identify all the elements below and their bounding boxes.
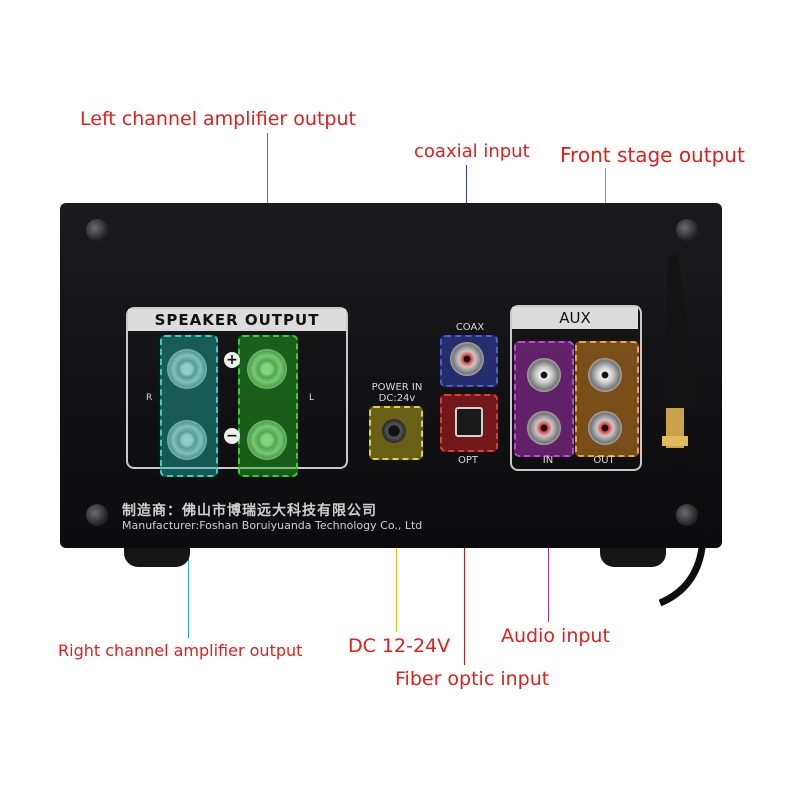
screw-icon — [676, 504, 698, 526]
plus-sign: + — [224, 352, 240, 368]
aux-header: AUX — [512, 307, 638, 329]
right-negative-terminal[interactable] — [167, 420, 207, 460]
opt-label: OPT — [457, 455, 478, 466]
dc-callout: DC 12-24V — [348, 635, 451, 657]
speaker-output-header: SPEAKER OUTPUT — [128, 309, 346, 331]
aux-panel — [510, 305, 642, 471]
antenna-nut — [662, 436, 688, 446]
optical-jack[interactable] — [455, 407, 483, 437]
bluetooth-antenna[interactable] — [640, 248, 720, 608]
antenna-body — [666, 254, 698, 410]
right-channel-callout: Right channel amplifier output — [58, 641, 303, 660]
left-channel-highlight — [238, 335, 298, 477]
fiber-optic-callout: Fiber optic input — [395, 668, 550, 690]
coax-label: COAX — [455, 322, 485, 333]
coaxial-jack[interactable] — [450, 342, 484, 376]
minus-sign: − — [224, 428, 240, 444]
fiber-optic-leader — [464, 455, 465, 665]
antenna-cable — [658, 460, 708, 607]
power-in-label: POWER IN — [371, 382, 423, 393]
right-positive-terminal[interactable] — [167, 349, 207, 389]
screw-icon — [676, 219, 698, 241]
aux-out-label: OUT — [593, 455, 615, 466]
aux-in-bottom-jack[interactable] — [527, 411, 561, 445]
right-channel-highlight — [160, 335, 218, 477]
front-stage-callout: Front stage output — [560, 143, 745, 167]
r-speaker-mark: R — [146, 393, 153, 403]
aux-out-bottom-jack[interactable] — [588, 411, 622, 445]
screw-icon — [86, 504, 108, 526]
audio-input-callout: Audio input — [501, 625, 610, 647]
manufacturer-english: Manufacturer:Foshan Boruiyuanda Technolo… — [122, 519, 423, 532]
coaxial-input-callout: coaxial input — [414, 141, 530, 162]
screw-icon — [86, 219, 108, 241]
aux-in-label: IN — [542, 455, 554, 466]
power-spec-label: DC:24v — [378, 393, 416, 404]
left-foot — [124, 545, 190, 567]
aux-out-top-jack[interactable] — [588, 358, 622, 392]
aux-in-top-jack[interactable] — [527, 358, 561, 392]
speaker-output-panel — [126, 307, 348, 469]
right-foot — [600, 545, 666, 567]
manufacturer-chinese: 制造商：佛山市博瑞远大科技有限公司 — [122, 503, 377, 519]
left-channel-callout: Left channel amplifier output — [80, 108, 356, 130]
dc-power-jack[interactable] — [382, 419, 406, 443]
l-speaker-mark: L — [309, 393, 315, 403]
